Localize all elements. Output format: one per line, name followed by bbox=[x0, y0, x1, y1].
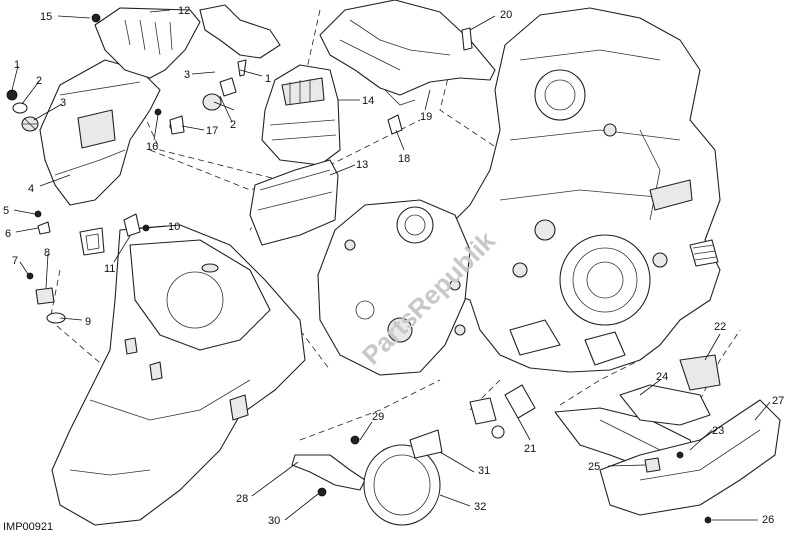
callout-3b: 3 bbox=[184, 69, 190, 81]
sensor-parts bbox=[469, 384, 536, 439]
belly-pan bbox=[554, 354, 781, 524]
callout-24: 24 bbox=[656, 371, 668, 383]
upper-cover bbox=[94, 7, 201, 79]
callout-20: 20 bbox=[500, 9, 512, 21]
callout-labels: 15 12 1 2 3 4 5 6 7 8 9 10 11 3 2 1 14 1… bbox=[3, 5, 784, 527]
small-fasteners-top bbox=[387, 27, 473, 135]
heat-shield bbox=[319, 0, 496, 106]
callout-14: 14 bbox=[362, 95, 374, 107]
callout-18: 18 bbox=[398, 153, 410, 165]
callout-13: 13 bbox=[356, 159, 368, 171]
callout-26: 26 bbox=[762, 514, 774, 526]
callout-1b: 1 bbox=[265, 73, 271, 85]
callout-29: 29 bbox=[372, 411, 384, 423]
diagram-id: IMP00921 bbox=[3, 521, 53, 533]
callout-16: 16 bbox=[146, 141, 158, 153]
callout-30: 30 bbox=[268, 515, 280, 527]
callout-31: 31 bbox=[478, 465, 490, 477]
connector-parts bbox=[6, 4, 281, 132]
callout-28: 28 bbox=[236, 493, 248, 505]
callout-2: 2 bbox=[36, 75, 42, 87]
callout-3: 3 bbox=[60, 97, 66, 109]
callout-10: 10 bbox=[168, 221, 180, 233]
callout-6: 6 bbox=[5, 228, 11, 240]
callout-19: 19 bbox=[420, 111, 432, 123]
callout-27: 27 bbox=[772, 395, 784, 407]
side-cover bbox=[317, 199, 471, 376]
callout-1: 1 bbox=[14, 59, 20, 71]
callout-7: 7 bbox=[12, 255, 18, 267]
leader-lines bbox=[11, 9, 771, 521]
callout-9: 9 bbox=[85, 316, 91, 328]
callout-25: 25 bbox=[588, 461, 600, 473]
lower-tray bbox=[51, 224, 306, 526]
small-fasteners-left bbox=[26, 13, 185, 324]
ecu-unit bbox=[261, 64, 341, 166]
callout-23: 23 bbox=[712, 425, 724, 437]
ecu-cover bbox=[249, 159, 339, 246]
callout-2b: 2 bbox=[230, 119, 236, 131]
callout-4: 4 bbox=[28, 183, 34, 195]
callout-21: 21 bbox=[524, 443, 536, 455]
callout-15: 15 bbox=[40, 11, 52, 23]
callout-22: 22 bbox=[714, 321, 726, 333]
callout-8: 8 bbox=[44, 247, 50, 259]
callout-11: 11 bbox=[104, 263, 115, 275]
callout-17: 17 bbox=[206, 125, 218, 137]
callout-12: 12 bbox=[178, 5, 190, 17]
bracket-plate bbox=[39, 59, 161, 206]
callout-5: 5 bbox=[3, 205, 9, 217]
callout-32: 32 bbox=[474, 501, 486, 513]
horn-assembly bbox=[291, 429, 443, 526]
